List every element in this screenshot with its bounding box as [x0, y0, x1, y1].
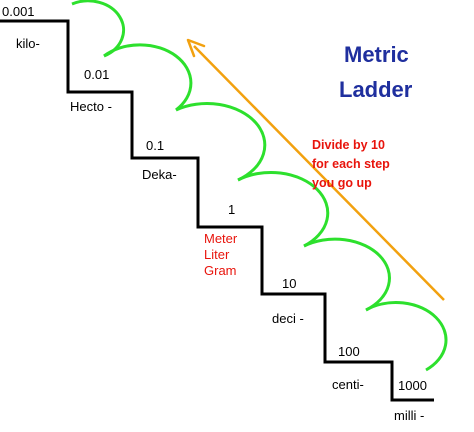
base-unit-liter: Liter	[204, 247, 230, 262]
arrow-shaft	[193, 45, 445, 301]
diagonal-up-arrow-icon	[186, 38, 445, 301]
step-value: 0.001	[2, 4, 35, 19]
step-prefix: kilo-	[16, 36, 40, 51]
step-prefix: milli -	[394, 408, 424, 423]
step-prefix: Hecto -	[70, 99, 112, 114]
step-value: 100	[338, 344, 360, 359]
base-unit-meter: Meter	[204, 231, 238, 246]
step-value: 0.01	[84, 67, 109, 82]
step-prefix: centi-	[332, 377, 364, 392]
step-value: 0.1	[146, 138, 164, 153]
staircase-outline	[0, 19, 434, 402]
step-arc	[237, 170, 330, 248]
base-unit-gram: Gram	[204, 263, 237, 278]
step-value: 10	[282, 276, 296, 291]
step-prefix: Deka-	[142, 167, 177, 182]
note-line-2: for each step	[312, 157, 390, 171]
step-prefix: deci -	[272, 311, 304, 326]
step-value: 1	[228, 202, 235, 217]
note-line-1: Divide by 10	[312, 138, 385, 152]
step-arc	[175, 102, 267, 182]
step-arc	[365, 301, 448, 372]
arrow-head	[186, 38, 206, 58]
step-arcs	[71, 0, 448, 372]
title-line-1: Metric	[344, 42, 409, 67]
step-value: 1000	[398, 378, 427, 393]
step-arc	[103, 43, 193, 112]
note-line-3: you go up	[312, 176, 372, 190]
step-arc	[303, 237, 391, 312]
title-line-2: Ladder	[339, 77, 413, 102]
